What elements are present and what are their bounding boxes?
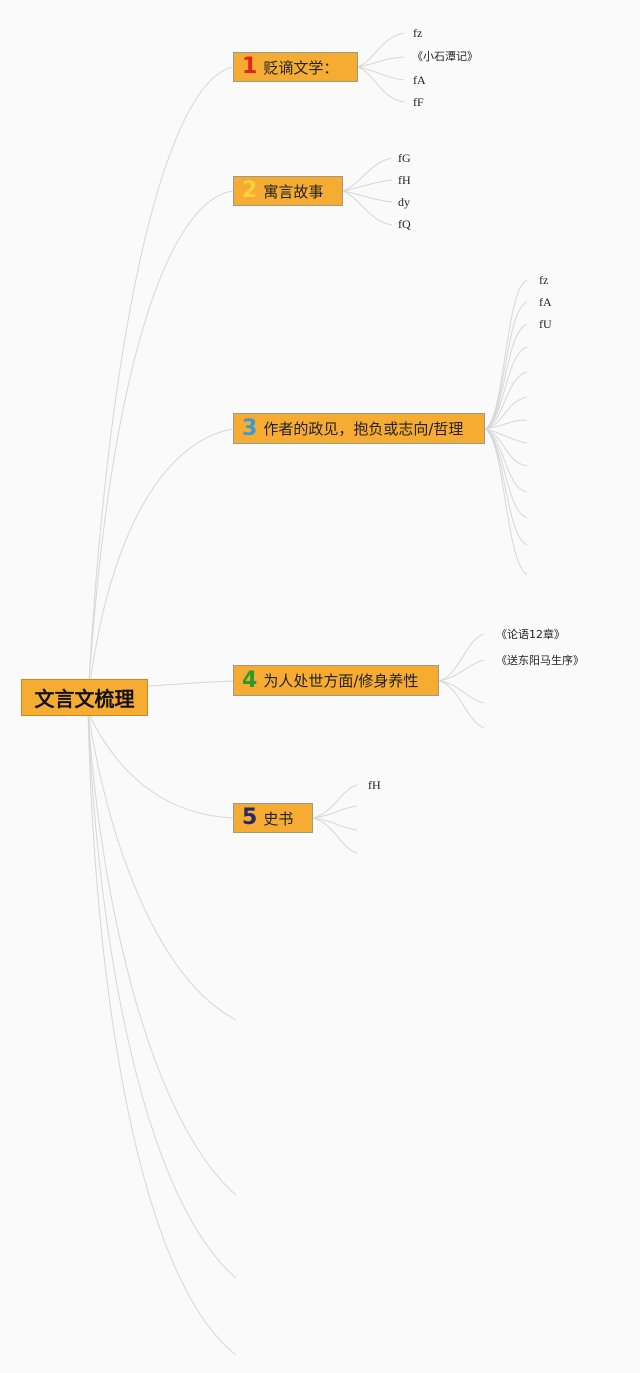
branch-label-3: 作者的政见，抱负或志向/哲理 (263, 420, 464, 438)
leaf-1-3[interactable]: fA (413, 73, 426, 87)
branch-label-4: 为人处世方面/修身养性 (263, 672, 419, 690)
leaf-5-1[interactable]: fH (368, 778, 381, 792)
leaf-3-3[interactable]: fU (539, 317, 552, 331)
leaf-2-3[interactable]: dy (398, 195, 410, 209)
branch-node-1[interactable]: 1 贬谪文学： (233, 52, 358, 82)
leaf-1-1[interactable]: fz (413, 26, 423, 40)
number-5-icon: 5 (242, 805, 258, 830)
branch-node-4[interactable]: 4 为人处世方面/修身养性 (233, 665, 439, 696)
leaf-1-4[interactable]: fF (413, 95, 424, 109)
number-4-icon: 4 (242, 667, 258, 693)
leaf-4-1[interactable]: 《论语12章》 (496, 628, 565, 641)
connector-root-branch-4 (147, 680, 234, 687)
leaf-4-2[interactable]: 《送东阳马生序》 (496, 654, 584, 667)
connector-root-empty-1 (87, 711, 237, 1021)
connector-root-branch-3 (87, 428, 234, 699)
leaf-1-2[interactable]: 《小石潭记》 (412, 50, 478, 63)
leaf-3-1[interactable]: fz (539, 273, 549, 287)
branch-label-2: 寓言故事 (263, 182, 324, 201)
branch-label-5: 史书 (263, 809, 294, 828)
leaf-2-2[interactable]: fH (398, 173, 411, 187)
leaf-2-4[interactable]: fQ (398, 217, 411, 231)
branch-node-2[interactable]: 2 寓言故事 (233, 176, 343, 206)
number-1-icon: 1 (242, 54, 258, 79)
branch-node-5[interactable]: 5 史书 (233, 803, 313, 833)
root-label: 文言文梳理 (34, 687, 135, 711)
branch-node-3[interactable]: 3 作者的政见，抱负或志向/哲理 (233, 413, 485, 444)
number-3-icon: 3 (242, 415, 258, 441)
connector-root-empty-4 (87, 711, 237, 1356)
number-2-icon: 2 (242, 178, 258, 203)
connector-root-branch-2 (87, 190, 234, 699)
connector-root-empty-3 (87, 711, 237, 1279)
connector-root-empty-2 (87, 711, 237, 1196)
leaf-2-1[interactable]: fG (398, 151, 411, 165)
branch-label-1: 贬谪文学： (263, 58, 339, 77)
connector-root-branch-1 (87, 66, 234, 699)
leaf-3-2[interactable]: fA (539, 295, 552, 309)
root-node[interactable]: 文言文梳理 (21, 679, 148, 716)
connector-root-branch-5 (87, 711, 234, 819)
